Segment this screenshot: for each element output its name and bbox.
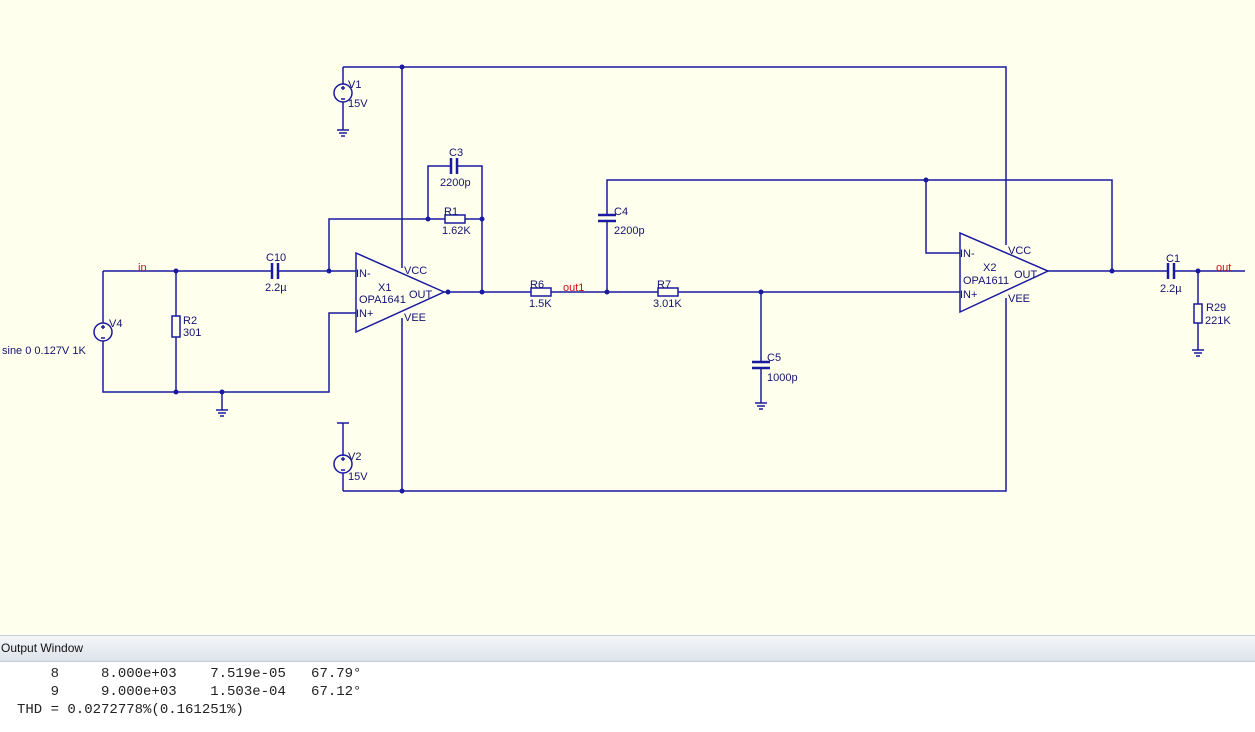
v1-ref: V1 xyxy=(348,79,361,91)
ground-symbol-v1 xyxy=(337,129,349,137)
v1-value: 15V xyxy=(348,98,368,110)
v4-value: sine 0 0.127V 1K xyxy=(2,345,86,357)
c10-ref: C10 xyxy=(266,252,286,264)
c5-value: 1000p xyxy=(767,372,798,384)
x1-pin-vee: VEE xyxy=(404,312,426,324)
ground-symbol-r29 xyxy=(1192,349,1204,357)
r6-value: 1.5K xyxy=(529,298,552,310)
output-window: Output Window 8 8.000e+03 7.519e-05 67.7… xyxy=(0,635,1255,732)
r2-value: 301 xyxy=(183,327,201,339)
v4-ref: V4 xyxy=(109,318,122,330)
x2-pin-vee: VEE xyxy=(1008,293,1030,305)
r7-value: 3.01K xyxy=(653,298,682,310)
x2-pin-vcc: VCC xyxy=(1008,245,1031,257)
r1-ref: R1 xyxy=(444,206,458,218)
c1-value: 2.2µ xyxy=(1160,283,1182,295)
resistor-r29[interactable]: R29 221K xyxy=(1193,302,1231,327)
r2-ref: R2 xyxy=(183,315,197,327)
x1-pin-in-minus: IN- xyxy=(356,268,371,280)
x1-pin-out: OUT xyxy=(409,289,433,301)
capacitor-c1[interactable]: C1 2.2µ xyxy=(1160,253,1182,295)
x1-ref: X1 xyxy=(378,282,391,294)
r29-ref: R29 xyxy=(1206,302,1226,314)
x2-pin-out: OUT xyxy=(1014,269,1038,281)
resistor-r1[interactable]: R1 1.62K xyxy=(442,206,471,237)
c3-ref: C3 xyxy=(449,147,463,159)
x1-pin-vcc: VCC xyxy=(404,265,427,277)
resistor-r2[interactable]: R2 301 xyxy=(171,315,201,339)
capacitor-c3[interactable]: C3 2200p xyxy=(440,147,471,189)
x1-model: OPA1641 xyxy=(359,294,406,306)
r29-value: 221K xyxy=(1205,315,1231,327)
c10-value: 2.2µ xyxy=(265,282,287,294)
voltage-source-v1[interactable]: V1 15V xyxy=(333,79,368,110)
r1-value: 1.62K xyxy=(442,225,471,237)
c4-value: 2200p xyxy=(614,225,645,237)
output-line: 8 8.000e+03 7.519e-05 67.79° xyxy=(17,666,362,682)
wires xyxy=(102,66,1245,492)
output-window-title[interactable]: Output Window xyxy=(0,636,1255,662)
v2-ref: V2 xyxy=(348,451,361,463)
c5-ref: C5 xyxy=(767,352,781,364)
resistor-r7[interactable]: R7 3.01K xyxy=(653,279,682,310)
voltage-source-v2[interactable]: V2 15V xyxy=(333,451,368,483)
voltage-source-v4[interactable]: V4 sine 0 0.127V 1K xyxy=(2,318,122,357)
v2-value: 15V xyxy=(348,471,368,483)
output-line-thd: THD = 0.0272778%(0.161251%) xyxy=(17,702,244,718)
r7-ref: R7 xyxy=(657,279,671,291)
opamp-x2[interactable]: IN- IN+ VCC VEE OUT X2 OPA1611 xyxy=(959,231,1050,314)
ground-symbol-c5 xyxy=(755,402,767,410)
opamp-x1[interactable]: IN- IN+ VCC VEE OUT X1 OPA1641 xyxy=(355,251,446,334)
r6-ref: R6 xyxy=(530,279,544,291)
ground-symbol-input xyxy=(216,409,228,417)
c3-value: 2200p xyxy=(440,177,471,189)
resistor-r6[interactable]: R6 1.5K xyxy=(529,279,552,310)
capacitor-c5[interactable]: C5 1000p xyxy=(752,352,798,384)
net-label-in[interactable]: in xyxy=(138,262,147,274)
x2-model: OPA1611 xyxy=(963,275,1009,287)
schematic-canvas[interactable]: V1 15V V2 15V V4 sine 0 0.127V 1K R2 301… xyxy=(0,0,1255,635)
x2-ref: X2 xyxy=(983,262,996,274)
junction-dots xyxy=(173,64,1201,494)
x1-pin-in-plus: IN+ xyxy=(356,308,373,320)
output-line: 9 9.000e+03 1.503e-04 67.12° xyxy=(17,684,362,700)
c1-ref: C1 xyxy=(1166,253,1180,265)
c4-ref: C4 xyxy=(614,206,628,218)
x2-pin-in-minus: IN- xyxy=(960,248,975,260)
x2-pin-in-plus: IN+ xyxy=(960,289,977,301)
capacitor-c4[interactable]: C4 2200p xyxy=(598,206,645,237)
net-label-out[interactable]: out xyxy=(1216,262,1231,274)
capacitor-c10[interactable]: C10 2.2µ xyxy=(265,252,287,294)
net-label-out1[interactable]: out1 xyxy=(563,282,584,294)
output-window-body[interactable]: 8 8.000e+03 7.519e-05 67.79° 9 9.000e+03… xyxy=(0,662,1255,719)
